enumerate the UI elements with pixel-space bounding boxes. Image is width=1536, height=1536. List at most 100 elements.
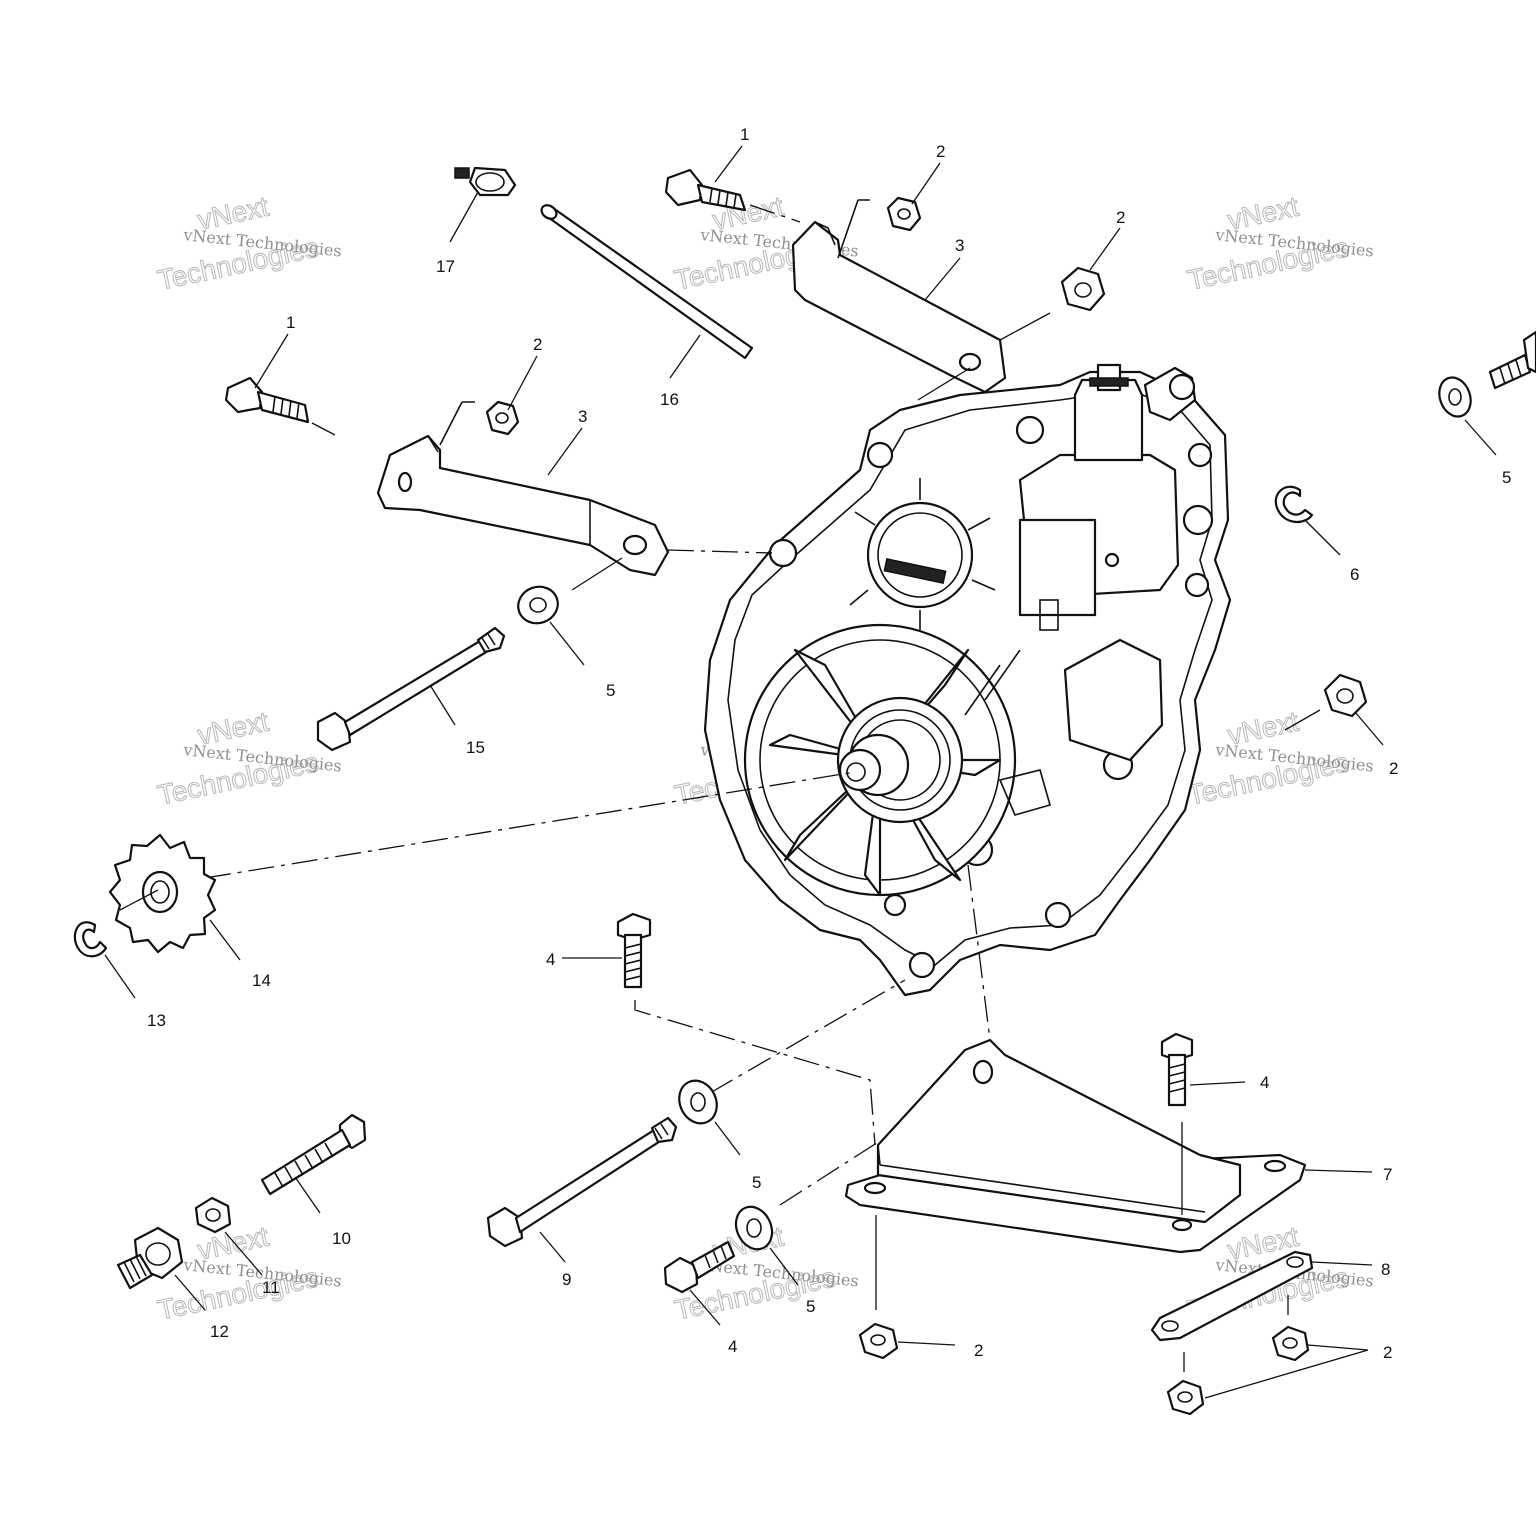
part-12-drain-plug bbox=[116, 1226, 184, 1290]
callout-5-left: 5 bbox=[606, 681, 615, 700]
boss-left-upper bbox=[768, 538, 798, 568]
callout-3-upper: 3 bbox=[955, 236, 964, 255]
bolt-axis bbox=[749, 204, 801, 223]
sprocket-bore bbox=[150, 880, 170, 904]
washer-hole bbox=[690, 1092, 706, 1112]
bolt-thread bbox=[272, 395, 300, 419]
part-17-clip bbox=[454, 166, 517, 197]
part-9-long-bolt bbox=[486, 1116, 678, 1248]
leader-7 bbox=[1304, 1169, 1373, 1173]
nut-hole bbox=[205, 1208, 221, 1222]
bracket-hole bbox=[622, 534, 648, 556]
callout-7: 7 bbox=[1383, 1165, 1392, 1184]
callout-14: 14 bbox=[252, 971, 271, 990]
part-5-washer-d bbox=[734, 1205, 774, 1251]
part-2-nut-top bbox=[886, 196, 922, 232]
snap-ring bbox=[73, 921, 108, 958]
side-casting bbox=[1063, 638, 1164, 762]
bolt-head bbox=[663, 1256, 699, 1294]
washer bbox=[517, 585, 559, 625]
upper-cover-ring bbox=[877, 512, 963, 598]
bolt-head bbox=[224, 376, 264, 414]
bolt-head bbox=[1160, 1032, 1194, 1062]
callout-2-bottom-right: 2 bbox=[1383, 1343, 1392, 1362]
bolt-thread bbox=[624, 943, 642, 981]
part-4-bolt-bottom bbox=[663, 1240, 736, 1294]
bracket-leader bbox=[837, 199, 870, 259]
bolt-axis bbox=[311, 422, 336, 436]
upper-cover-plate bbox=[866, 501, 974, 609]
e-clip bbox=[1274, 485, 1314, 523]
callout-5-center: 5 bbox=[752, 1173, 761, 1192]
boss-right-mid bbox=[1184, 572, 1210, 598]
watermark-top-left: vNext vNext Technologies Technologies bbox=[154, 190, 342, 296]
leader-5c bbox=[714, 1121, 741, 1156]
cover-ribs bbox=[849, 478, 996, 630]
mount-alignment-line bbox=[967, 864, 991, 1041]
plug-thread bbox=[116, 1253, 154, 1290]
stud-thread bbox=[274, 1142, 334, 1188]
nut-hole bbox=[897, 208, 911, 220]
mount-plate-edge bbox=[877, 1144, 1206, 1213]
part-2-nut-bottom-right-a bbox=[1271, 1325, 1310, 1362]
callout-16: 16 bbox=[660, 390, 679, 409]
boss-right-upper bbox=[1182, 504, 1214, 536]
strap-hole-left bbox=[1161, 1320, 1179, 1332]
bracket-leader bbox=[439, 401, 475, 446]
nut-hole bbox=[495, 412, 509, 424]
callout-11: 11 bbox=[262, 1278, 280, 1297]
callout-1-left: 1 bbox=[286, 313, 295, 332]
leader-2d bbox=[1354, 711, 1384, 746]
washer-alignment-line bbox=[709, 979, 906, 1094]
callout-12: 12 bbox=[210, 1322, 229, 1341]
bolt-thread bbox=[1168, 1063, 1186, 1093]
leader-5a-to-bracket bbox=[571, 557, 623, 591]
part-2-nut-bottom-center bbox=[858, 1322, 899, 1360]
bolt-thread bbox=[654, 1123, 669, 1140]
washer bbox=[1438, 376, 1472, 418]
part-6-e-clip bbox=[1274, 485, 1314, 523]
shift-shaft-nut bbox=[1089, 377, 1129, 387]
callout-9: 9 bbox=[562, 1270, 571, 1289]
leader-2f-b bbox=[1204, 1349, 1369, 1399]
part-2-nut-right bbox=[1323, 673, 1368, 718]
callout-8: 8 bbox=[1381, 1260, 1390, 1279]
callout-2-left: 2 bbox=[533, 335, 542, 354]
part-4-bolt-center bbox=[616, 912, 652, 989]
callout-2-top: 2 bbox=[936, 142, 945, 161]
bolt-thread bbox=[709, 187, 737, 209]
leader-16 bbox=[669, 334, 701, 379]
gear-spokes bbox=[768, 648, 1002, 897]
leader-4c bbox=[689, 1289, 721, 1326]
leader-3a-b bbox=[999, 312, 1051, 341]
nut-hole bbox=[1074, 282, 1092, 298]
part-2-nut-bottom-right-b bbox=[1166, 1379, 1205, 1416]
callout-4-center: 4 bbox=[546, 950, 555, 969]
leader-2c bbox=[507, 355, 538, 411]
part-bolt-right-edge bbox=[1488, 330, 1536, 390]
leader-6 bbox=[1304, 519, 1341, 556]
mount-hole-bottom bbox=[1171, 1218, 1193, 1232]
bolt-thread bbox=[1499, 359, 1522, 385]
boss-lower-left bbox=[883, 893, 907, 917]
casting-details bbox=[964, 649, 1051, 816]
part-7-mount-plate bbox=[844, 1038, 1307, 1254]
watermark-middle-left: vNext vNext Technologies Technologies bbox=[154, 705, 342, 811]
breather-cap bbox=[1168, 373, 1196, 401]
leader-4b bbox=[1189, 1081, 1246, 1086]
output-shaft-center bbox=[846, 762, 866, 782]
leader-1b bbox=[254, 333, 289, 389]
leader-2f-a bbox=[1307, 1344, 1369, 1351]
nut bbox=[858, 1322, 899, 1360]
sprocket-alignment-line bbox=[204, 771, 856, 879]
washer-hole bbox=[529, 597, 547, 613]
leader-2b bbox=[1089, 227, 1121, 271]
boss-bottom-left bbox=[908, 951, 936, 979]
callout-1-top: 1 bbox=[740, 125, 749, 144]
watermark-top-right: vNext vNext Technologies Technologies bbox=[1184, 190, 1374, 296]
part-16-rod bbox=[540, 204, 754, 360]
callout-6: 6 bbox=[1350, 565, 1359, 584]
leader-10 bbox=[294, 1176, 321, 1214]
part-3-bracket-upper bbox=[791, 199, 1007, 394]
